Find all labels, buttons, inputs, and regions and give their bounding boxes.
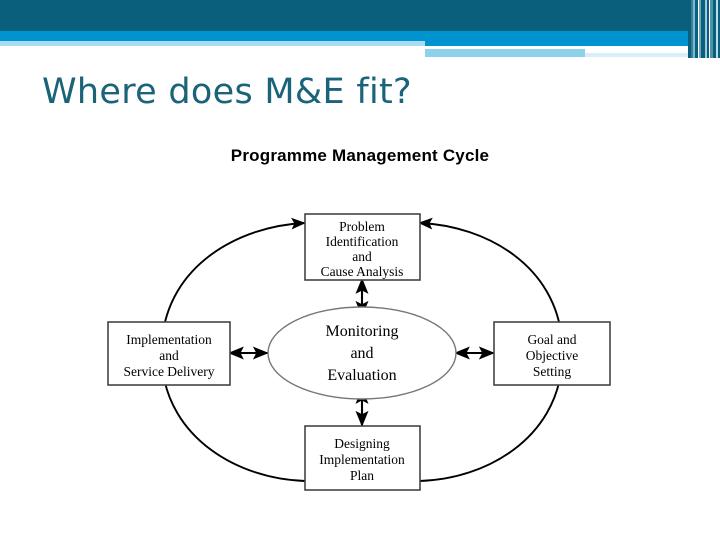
ring-edge-implementation-to-problem	[157, 217, 306, 343]
header-stripe	[710, 0, 713, 58]
header-band-hairline	[425, 46, 720, 49]
node-line: and	[350, 345, 373, 362]
node-line: Plan	[350, 468, 374, 483]
header-stripe	[699, 0, 701, 58]
node-line: Implementation	[126, 332, 212, 347]
header-stripe	[693, 0, 695, 58]
header-band-dark	[0, 0, 720, 31]
ring-edge-designing-to-goal	[419, 363, 567, 482]
node-line: and	[159, 348, 179, 363]
header-decoration	[0, 0, 720, 58]
diagram-canvas: Monitoring and Evaluation Problem Identi…	[107, 213, 611, 491]
node-line: Evaluation	[327, 367, 396, 384]
node-problem-identification: Problem Identification and Cause Analysi…	[304, 213, 421, 281]
node-monitoring-evaluation: Monitoring and Evaluation	[267, 306, 457, 400]
header-stripe	[709, 0, 710, 58]
page-title: Where does M&E fit?	[42, 72, 412, 112]
header-stripe	[707, 0, 709, 58]
node-line: Cause Analysis	[321, 264, 404, 279]
ring-edge-designing-to-implementation	[157, 363, 306, 482]
programme-management-cycle-diagram: Programme Management Cycle	[0, 136, 720, 516]
header-stripe	[705, 0, 707, 58]
node-line: Identification	[326, 234, 399, 249]
header-stripe	[718, 0, 720, 58]
header-stripe	[716, 0, 718, 58]
header-band-mid-right	[425, 31, 720, 48]
node-line: and	[352, 249, 372, 264]
node-line: Designing	[334, 436, 390, 451]
header-stripe	[688, 0, 691, 58]
node-line: Monitoring	[326, 323, 399, 340]
header-band-light-left	[0, 41, 425, 46]
header-band-light-tail	[425, 49, 585, 57]
header-stripe	[698, 0, 699, 58]
node-line: Implementation	[319, 452, 405, 467]
diagram-title: Programme Management Cycle	[230, 146, 490, 165]
node-line: Goal and	[527, 332, 576, 347]
header-band-light-under	[585, 53, 720, 57]
node-designing-implementation-plan: Designing Implementation Plan	[304, 425, 421, 491]
node-line: Problem	[339, 219, 385, 234]
header-stripe	[695, 0, 698, 58]
node-line: Objective	[526, 348, 578, 363]
header-stripe	[691, 0, 693, 58]
header-band-white-notch	[585, 49, 720, 53]
node-line: Service Delivery	[123, 364, 214, 379]
ring-edge-problem-to-goal	[418, 217, 567, 342]
header-band-mid-left	[0, 31, 425, 41]
node-line: Setting	[533, 364, 572, 379]
node-goal-objective-setting: Goal and Objective Setting	[493, 321, 611, 386]
header-stripe	[701, 0, 705, 58]
node-implementation-service-delivery: Implementation and Service Delivery	[107, 321, 231, 386]
header-stripe	[713, 0, 716, 58]
header-vertical-stripes	[688, 0, 720, 58]
